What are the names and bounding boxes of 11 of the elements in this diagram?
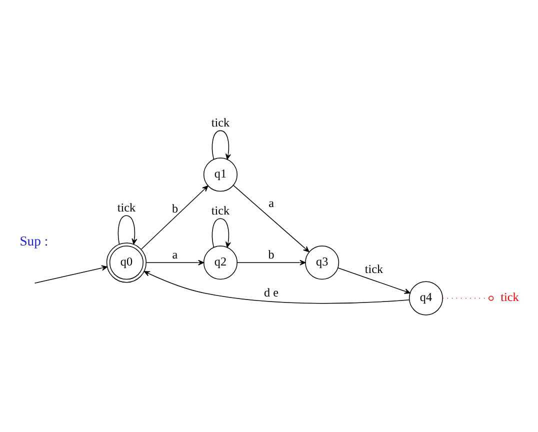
node-text: tick — [500, 290, 519, 304]
edge-label: b — [172, 201, 178, 216]
edge-label: tick — [211, 116, 230, 130]
edge-label: d e — [264, 286, 279, 300]
edge-label: a — [268, 196, 274, 210]
label: Sup : — [20, 234, 48, 249]
edge-label: tick — [117, 200, 136, 215]
edge-label: tick — [211, 204, 230, 218]
edge-label: tick — [364, 262, 384, 276]
edge-label: a — [172, 248, 178, 262]
edge-label: b — [268, 248, 274, 262]
